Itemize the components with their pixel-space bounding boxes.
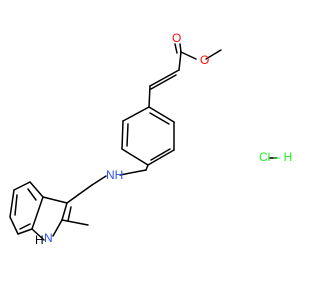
molecule-drawing: O O NH N H Cl – H — [9, 31, 292, 247]
bond-indole-c3-c2-double — [67, 206, 72, 222]
bond-ethyl — [77, 184, 93, 196]
indole-hydrogen-label: H — [35, 233, 44, 247]
bond-alkene-double — [150, 74, 177, 90]
bond-carbonyl-o — [179, 43, 182, 53]
bond-alkene-ring — [148, 85, 151, 108]
bond-ring-ch2 — [145, 164, 149, 171]
bond-carbonyl-alkene — [178, 51, 182, 71]
bond-indole-n-c7a — [31, 228, 45, 241]
bond-alkene — [149, 69, 180, 87]
bond-carbonyl-o-double — [174, 43, 178, 54]
bond-indole-ring-3 — [13, 181, 31, 191]
salt-label: Cl – H — [259, 150, 292, 164]
bond-indole-c3a-c3 — [42, 196, 68, 204]
bond-indole-ring-2 — [29, 181, 44, 198]
bond-indole-ring-inner-2 — [14, 194, 18, 216]
bond-indole-ring-inner-1 — [27, 188, 37, 201]
bond-ethyl-indole — [66, 194, 79, 204]
bond-ring-3 — [121, 148, 149, 166]
bond-indole-ring-4 — [9, 189, 15, 218]
bond-indole-ring-1 — [31, 196, 44, 230]
bond-ring-inner-2 — [150, 148, 171, 161]
bond-ch2-nh — [119, 169, 147, 176]
bond-nh-ch2 — [91, 175, 107, 186]
ester-oxygen-label: O — [200, 53, 209, 67]
bond-ring-inner-3 — [149, 112, 170, 125]
bond-indole-ring-6 — [17, 228, 33, 235]
amine-label: NH — [106, 168, 123, 182]
bond-indole-c3-c2 — [61, 202, 68, 221]
bond-methyl-o — [205, 49, 222, 60]
bond-indole-methyl — [61, 219, 89, 226]
bond-indole-ring-inner-3 — [19, 223, 31, 230]
structure-diagram: O O NH N H Cl – H — [9, 31, 292, 247]
bond-o-carbonyl — [180, 51, 197, 60]
indole-nitrogen-label: N — [44, 231, 53, 245]
bond-ring-6 — [148, 106, 175, 123]
bond-ring-1 — [122, 106, 150, 122]
bond-ring-inner-1 — [126, 123, 129, 147]
bond-ring-4 — [147, 149, 175, 166]
bond-indole-ring-5 — [9, 216, 19, 235]
bond-indole-c2-n — [52, 219, 63, 237]
bond-ring-2 — [121, 120, 124, 150]
carbonyl-oxygen-label: O — [172, 31, 181, 45]
